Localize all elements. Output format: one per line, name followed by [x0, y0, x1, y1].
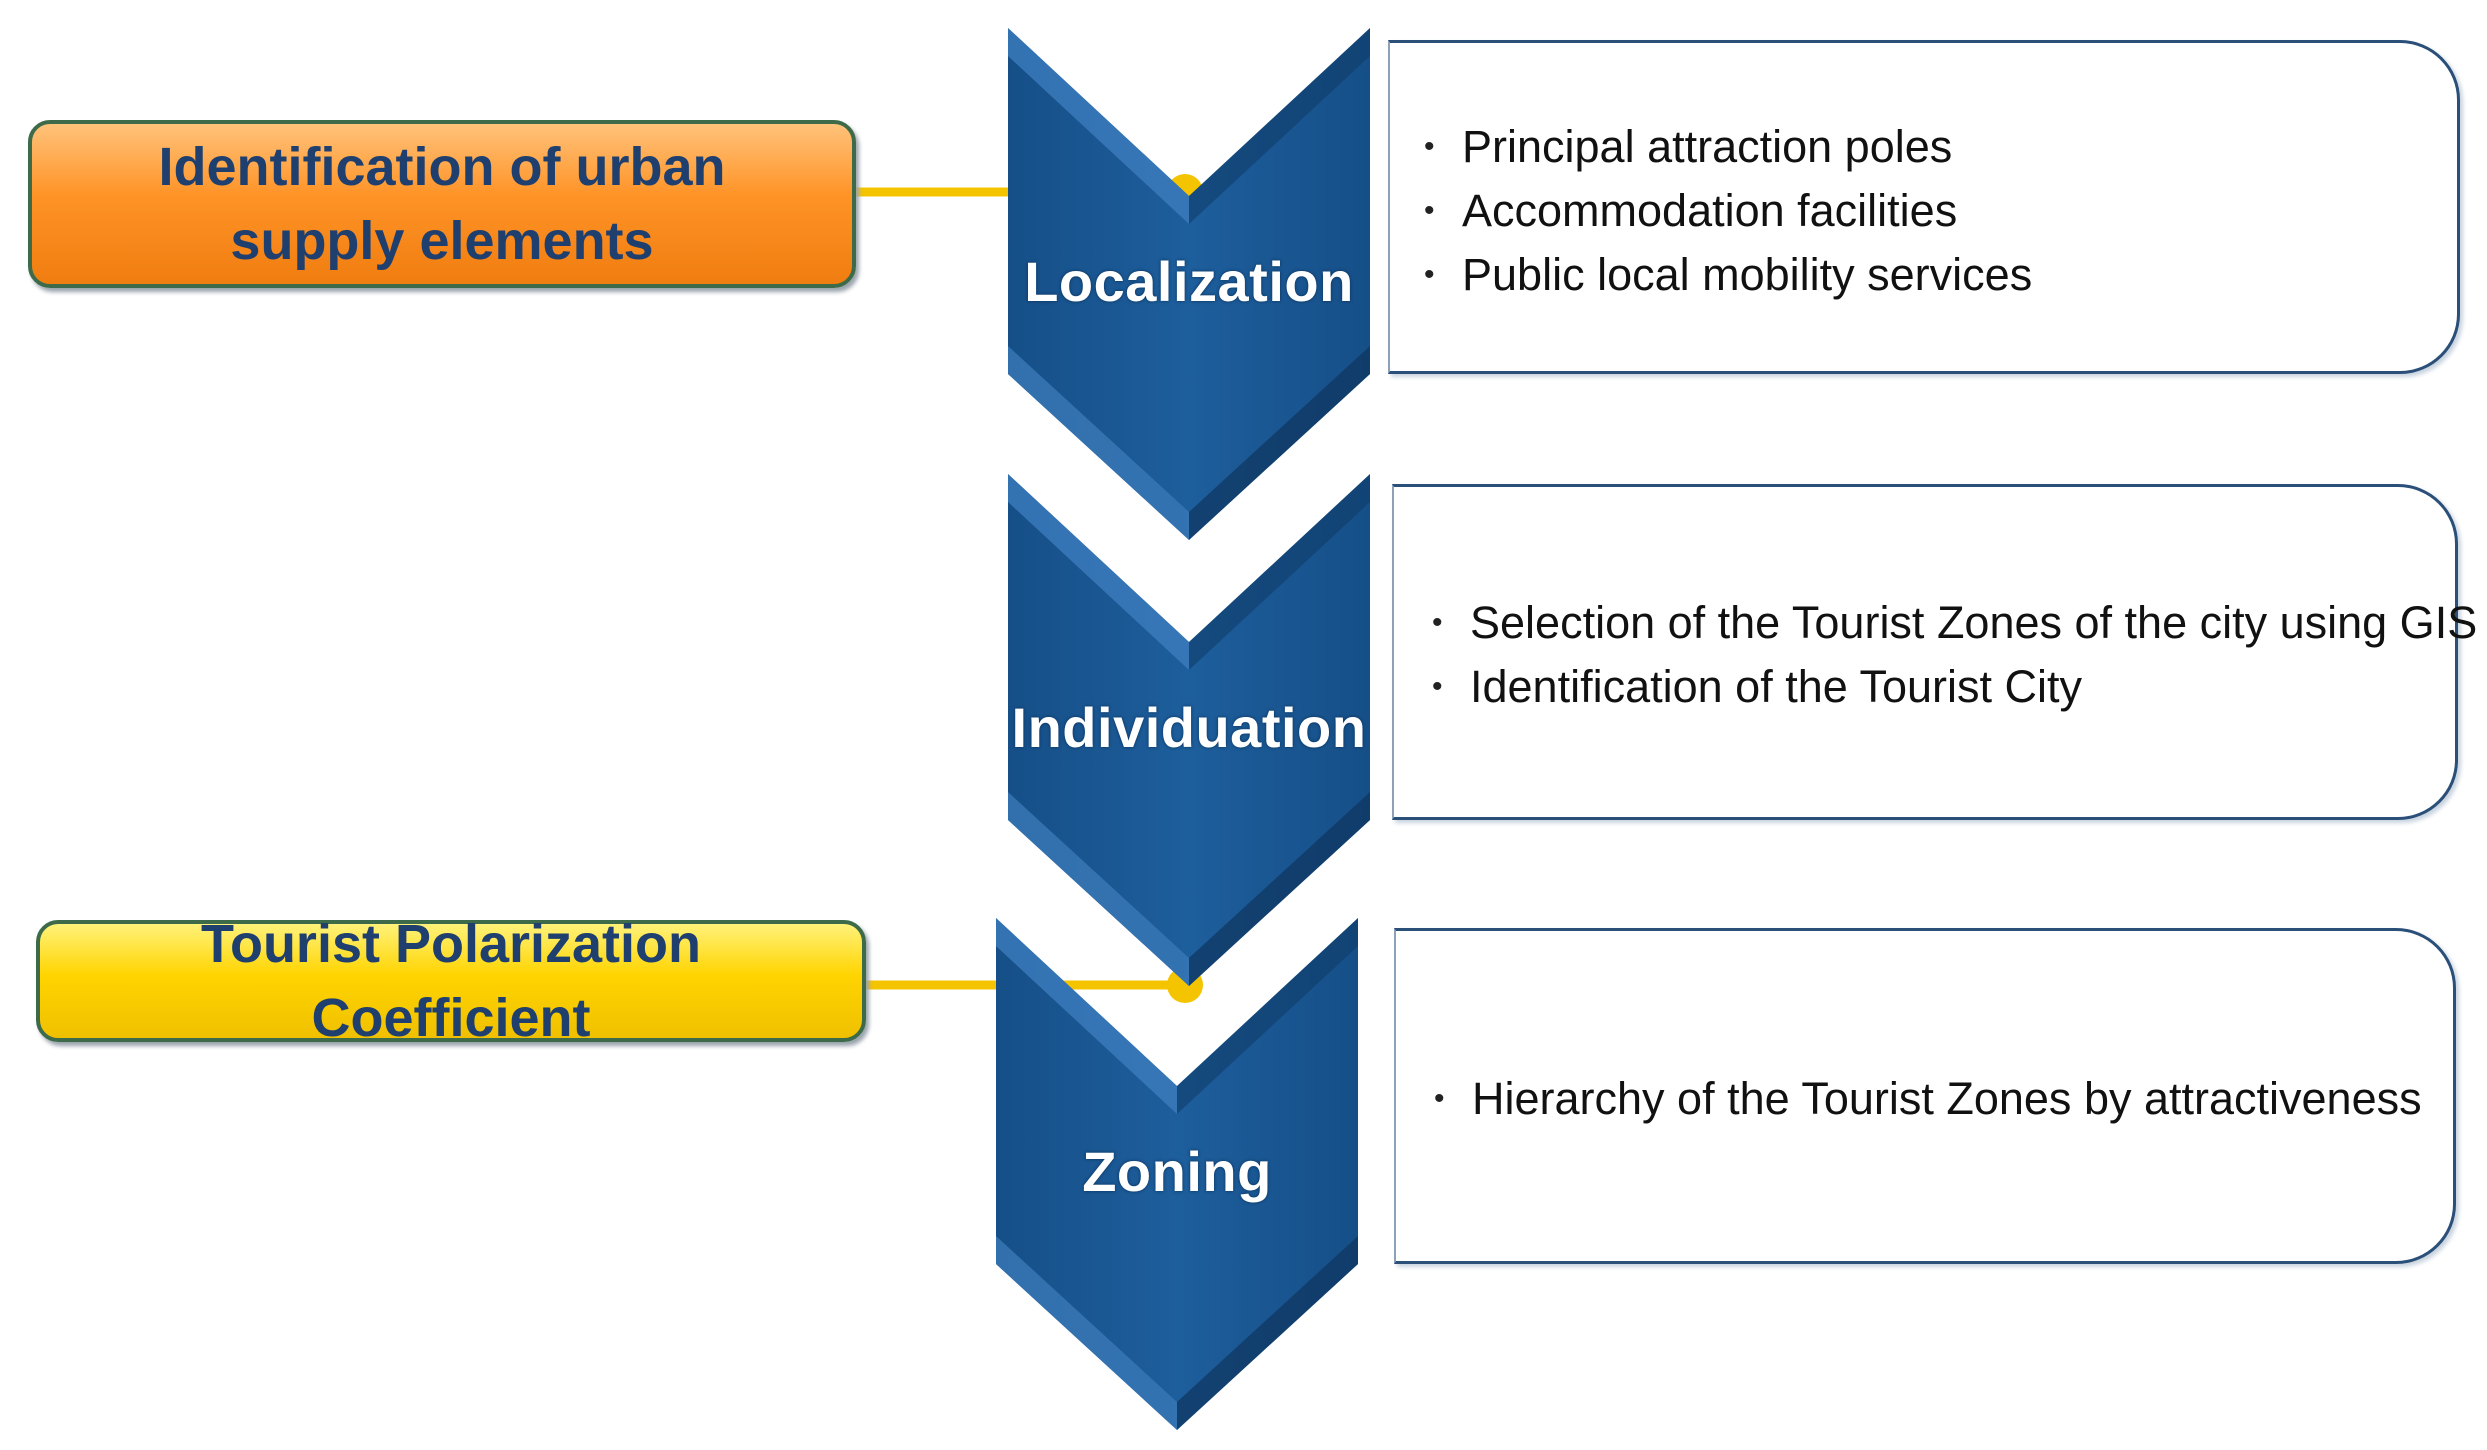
description-card-zoning: Hierarchy of the Tourist Zones by attrac…: [1394, 928, 2456, 1264]
description-card-localization: Principal attraction poles Accommodation…: [1388, 40, 2460, 374]
chevron-step-localization: Localization: [1008, 28, 1370, 540]
bullet-item: Hierarchy of the Tourist Zones by attrac…: [1430, 1067, 2453, 1131]
bullet-item: Accommodation facilities: [1420, 179, 2457, 243]
bullet-item: Identification of the Tourist City: [1428, 655, 2455, 719]
chevron-shape-icon: [1008, 28, 1370, 540]
chevron-step-zoning: Zoning: [996, 918, 1358, 1430]
step-label-individuation: Individuation: [1011, 696, 1367, 759]
bullet-list: Hierarchy of the Tourist Zones by attrac…: [1430, 1067, 2453, 1131]
tag-label: Identification of urban supply elements: [158, 137, 726, 271]
tag-urban-supply-elements: Identification of urban supply elements: [28, 120, 856, 288]
step-label-localization: Localization: [1024, 250, 1354, 313]
tag-label: Tourist Polarization Coefficient: [200, 914, 702, 1048]
bullet-item: Selection of the Tourist Zones of the ci…: [1428, 591, 2477, 655]
bullet-item: Public local mobility services: [1420, 243, 2457, 307]
tag-tourist-polarization-coefficient: Tourist Polarization Coefficient: [36, 914, 866, 1048]
description-card-individuation: Selection of the Tourist Zones of the ci…: [1392, 484, 2477, 820]
bullet-list: Selection of the Tourist Zones of the ci…: [1428, 591, 2477, 719]
bullet-list: Principal attraction poles Accommodation…: [1420, 115, 2457, 307]
step-label-zoning: Zoning: [1082, 1140, 1272, 1203]
chevron-shape-icon: [996, 918, 1358, 1430]
chevron-shape-icon: [1008, 474, 1370, 986]
bullet-item: Principal attraction poles: [1420, 115, 2457, 179]
chevron-step-individuation: Individuation: [1008, 474, 1370, 986]
